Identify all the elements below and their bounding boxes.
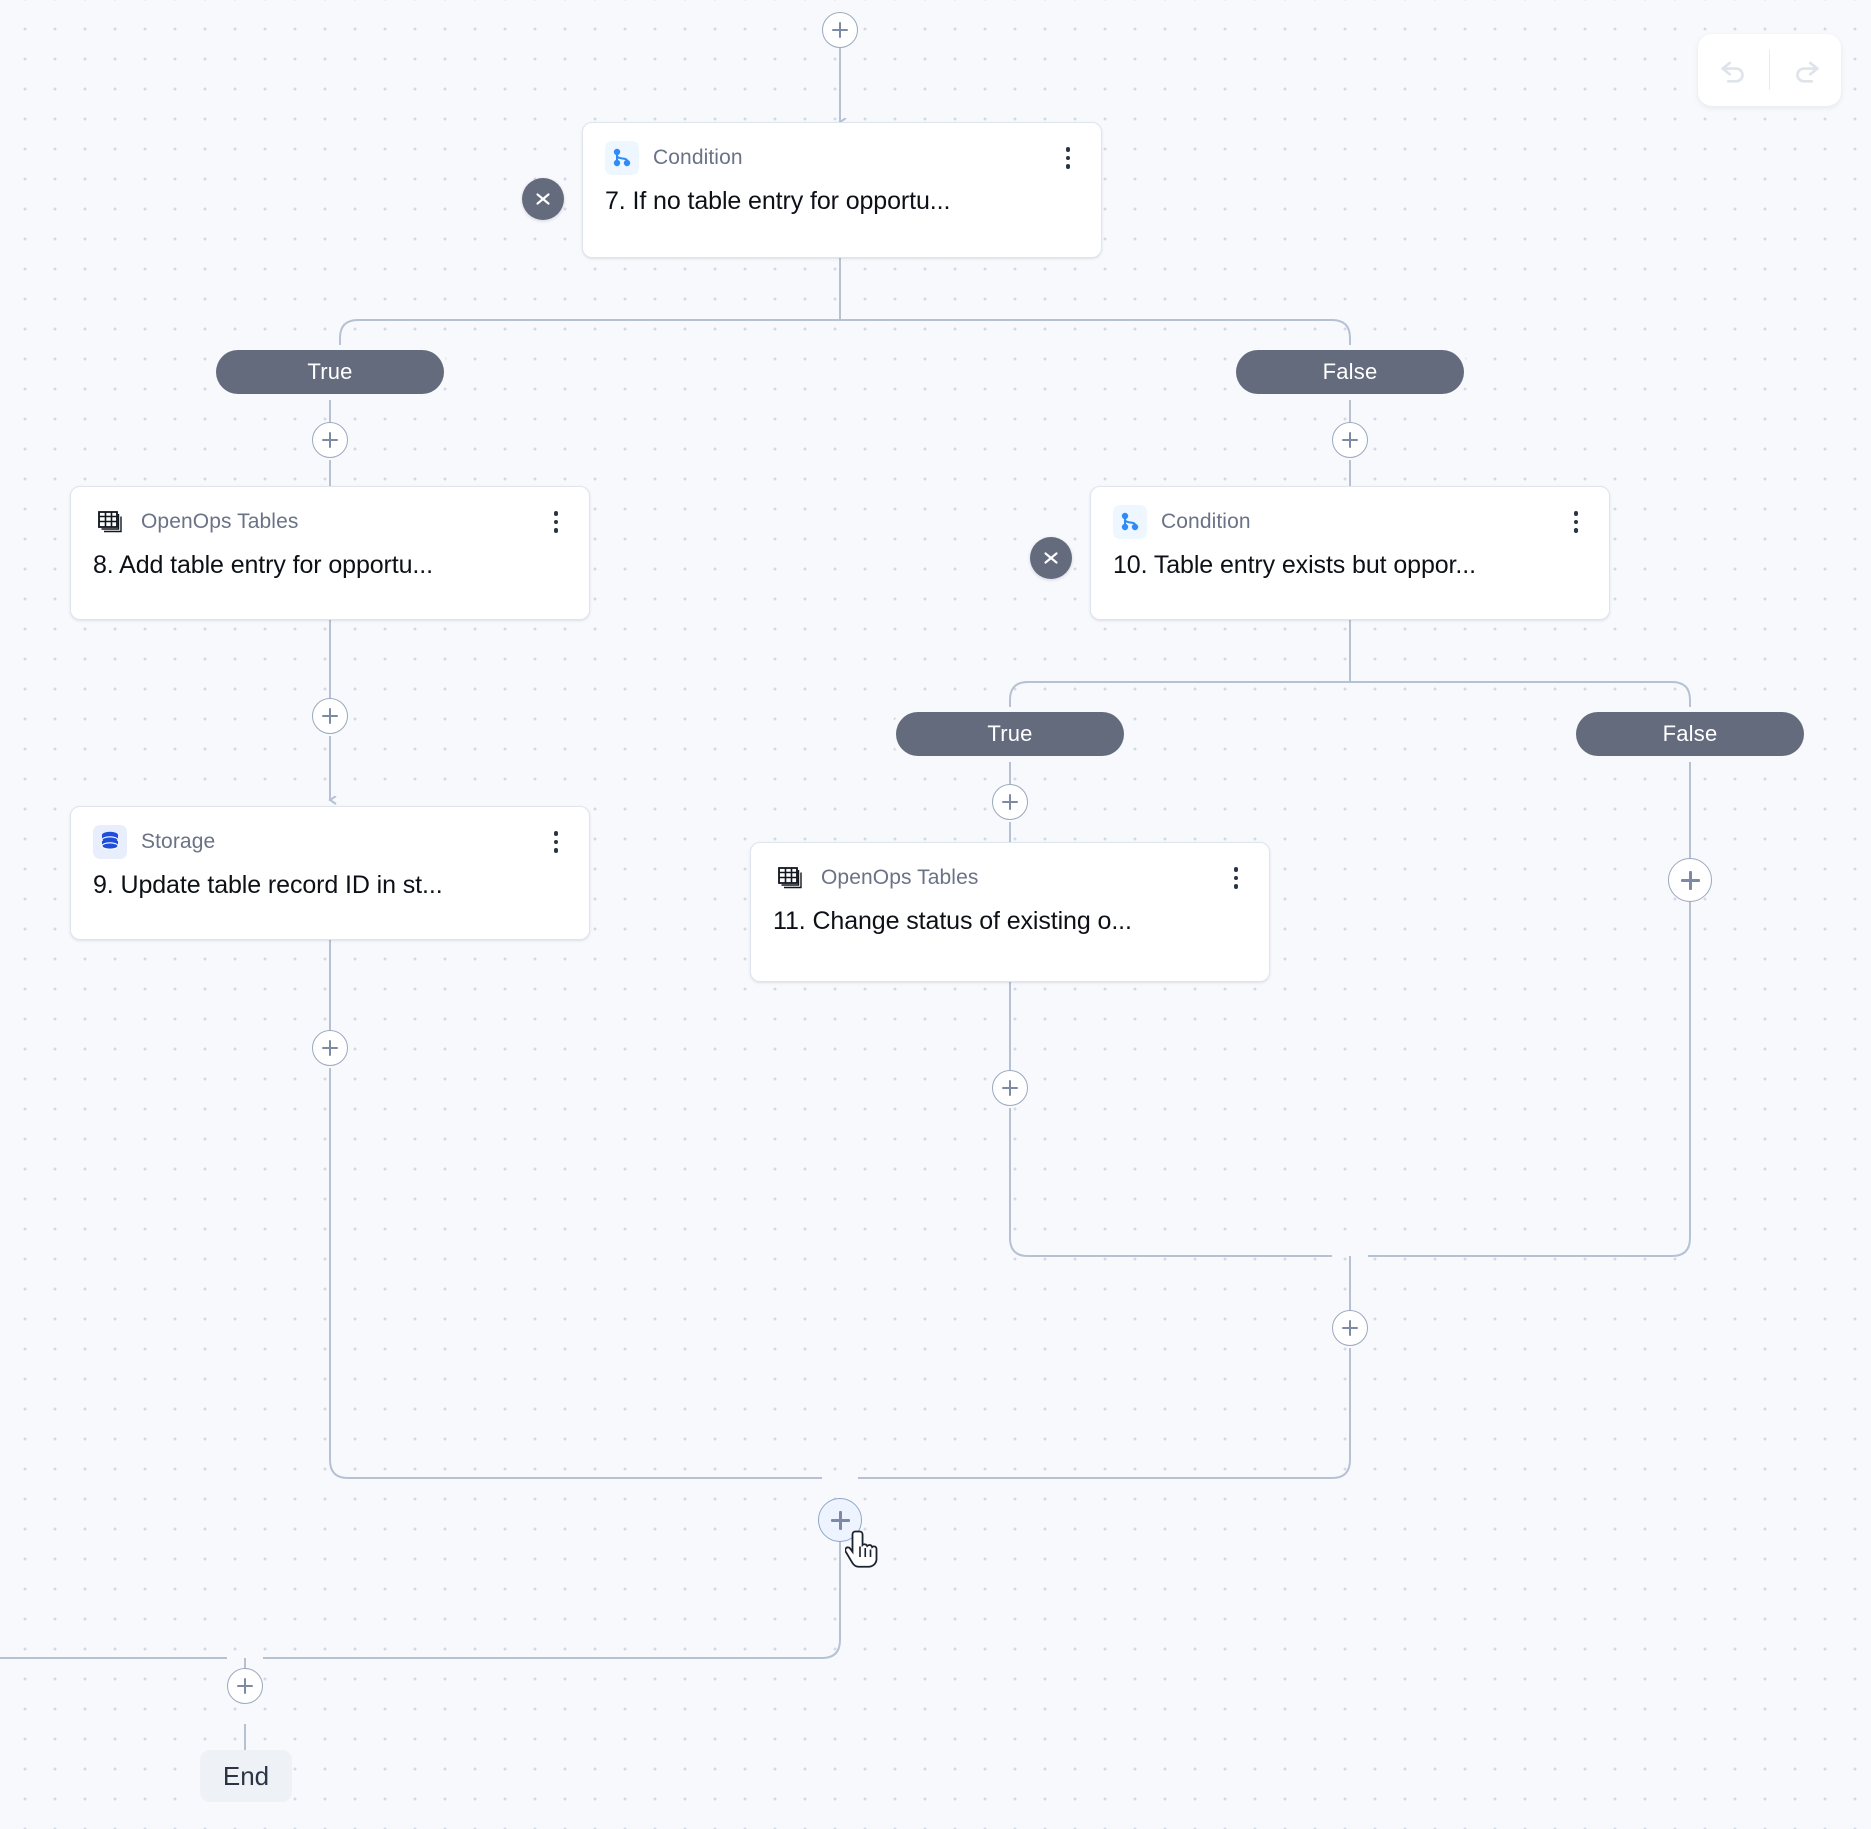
branch-label: False [1322,359,1378,384]
node-kind-label: OpenOps Tables [821,866,979,889]
node-kind-label: Condition [1161,510,1251,533]
node-menu-button-step-10[interactable] [1563,507,1589,537]
add-step-button-false-branch[interactable] [1332,422,1368,458]
undo-arrow-icon [1720,61,1744,83]
add-step-button-false-branch-step-10[interactable] [1668,858,1712,902]
node-title-step-11: 11. Change status of existing o... [773,907,1132,935]
node-kind-label: Storage [141,830,216,853]
tables-icon [93,505,127,539]
branch-pill-false-step-10[interactable]: False [1576,712,1804,756]
node-menu-button-step-9[interactable] [543,827,569,857]
add-step-button-after-step-9[interactable] [312,1030,348,1066]
node-step-9[interactable]: Storage 9. Update table record ID in st.… [70,806,590,940]
node-menu-button-step-7[interactable] [1055,143,1081,173]
redo-arrow-icon [1795,61,1819,83]
collapse-toggle-step-10[interactable] [1030,537,1072,579]
node-menu-button-step-11[interactable] [1223,863,1249,893]
add-step-button-top[interactable] [822,12,858,48]
branch-label: True [307,359,353,384]
database-icon [93,825,127,859]
node-step-10[interactable]: Condition 10. Table entry exists but opp… [1090,486,1610,620]
node-kind-label: Condition [653,146,743,169]
history-toolbar [1698,34,1841,106]
toolbar-divider [1769,50,1770,90]
add-step-button-true-branch-step-10[interactable] [992,784,1028,820]
branch-pill-false-step-7[interactable]: False [1236,350,1464,394]
node-step-7[interactable]: Condition 7. If no table entry for oppor… [582,122,1102,258]
branch-pill-true-step-10[interactable]: True [896,712,1124,756]
condition-branch-icon [1113,505,1147,539]
add-step-button-merge-step-10[interactable] [1332,1310,1368,1346]
node-kind-label: OpenOps Tables [141,510,299,533]
node-menu-button-step-8[interactable] [543,507,569,537]
node-title-step-7: 7. If no table entry for opportu... [605,187,951,215]
add-step-button-after-step-8[interactable] [312,698,348,734]
branch-label: True [987,721,1033,746]
node-header: Condition [1113,505,1589,539]
node-title-step-10: 10. Table entry exists but oppor... [1113,551,1476,579]
node-title-step-9: 9. Update table record ID in st... [93,871,443,899]
node-title-step-8: 8. Add table entry for opportu... [93,551,433,579]
collapse-chevrons-icon [1044,552,1058,564]
node-header: OpenOps Tables [93,505,569,539]
tables-icon [773,861,807,895]
node-header: OpenOps Tables [773,861,1249,895]
collapse-chevrons-icon [536,193,550,205]
redo-button[interactable] [1770,34,1841,106]
node-header: Condition [605,141,1081,175]
add-step-button-true-branch[interactable] [312,422,348,458]
add-step-button-merge-main[interactable] [818,1498,862,1542]
undo-button[interactable] [1698,34,1769,106]
add-step-button-before-end[interactable] [227,1668,263,1704]
add-step-button-after-step-11[interactable] [992,1070,1028,1106]
condition-branch-icon [605,141,639,175]
node-step-11[interactable]: OpenOps Tables 11. Change status of exis… [750,842,1270,982]
collapse-toggle-step-7[interactable] [522,178,564,220]
node-header: Storage [93,825,569,859]
node-step-8[interactable]: OpenOps Tables 8. Add table entry for op… [70,486,590,620]
branch-pill-true-step-7[interactable]: True [216,350,444,394]
branch-label: False [1662,721,1718,746]
